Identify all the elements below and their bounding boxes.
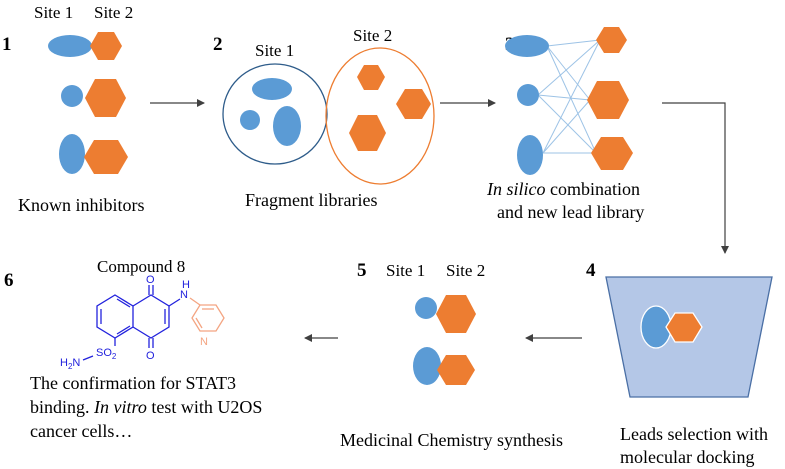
step-6-text-line3: cancer cells… [30, 421, 132, 441]
step-3-caption-line2: and new lead library [497, 202, 644, 222]
site2-fragment-hexagon [596, 27, 627, 53]
site2-fragment-hexagon [436, 295, 476, 333]
step-5-synthesis: 5 Site 1 Site 2 Medicinal Chemistry synt… [340, 260, 563, 450]
site1-fragment-circle [415, 297, 437, 319]
step-4-number: 4 [586, 260, 596, 281]
step-1-site2-label: Site 2 [94, 3, 133, 22]
sulfonyl-group: SO2 [96, 347, 117, 361]
site1-fragment-circle [240, 110, 260, 130]
step-5-number: 5 [357, 260, 367, 281]
step-3-in-silico-combination: 3 In silico combination and new lead lib… [486, 27, 644, 222]
site2-fragment-hexagon [665, 312, 703, 343]
site1-fragment-ellipse [505, 35, 549, 57]
site1-fragment-ellipse [517, 135, 543, 175]
site1-fragment-ellipse [413, 347, 441, 385]
step-2-caption: Fragment libraries [245, 190, 377, 210]
amine-hydrogen: H [182, 279, 190, 291]
pyridine-nitrogen: N [200, 336, 208, 348]
step-2-fragment-libraries: 2 Site 1 Site 2 Fragment libraries [213, 26, 435, 210]
site1-fragment-ellipse [273, 106, 301, 146]
site2-fragment-hexagon [84, 140, 128, 174]
site1-fragment-circle [517, 84, 539, 106]
step-1-caption: Known inhibitors [18, 195, 145, 215]
carbonyl-oxygen-bottom: O [146, 350, 155, 362]
combination-lines [537, 39, 601, 154]
site2-fragment-hexagon [591, 137, 633, 170]
site1-fragment-circle [61, 85, 83, 107]
step-6-text-line1: The confirmation for STAT3 [30, 373, 236, 393]
step-1-number: 1 [2, 34, 12, 55]
site1-library-circle [222, 63, 328, 165]
site2-fragment-hexagon [396, 89, 431, 119]
site1-fragment-ellipse [59, 134, 85, 174]
site2-fragment-hexagon [90, 32, 122, 60]
compound-title: Compound 8 [97, 257, 185, 276]
pyridine-ring [191, 304, 225, 332]
step-3-caption-line1: In silico combination [486, 179, 640, 199]
benzene-ring [96, 294, 134, 339]
sulfonamide-amine: H2N [60, 357, 80, 371]
step-3-caption-italic: In silico [486, 179, 546, 199]
site2-fragment-hexagon [587, 81, 629, 119]
quinone-ring [132, 294, 170, 339]
arrow-3-to-4 [662, 102, 729, 254]
step-5-caption: Medicinal Chemistry synthesis [340, 430, 563, 450]
site1-fragment-ellipse [48, 35, 92, 57]
step-1-known-inhibitors: 1 Site 1 Site 2 Known inhibitors [2, 3, 145, 215]
step-6-number: 6 [4, 270, 14, 291]
step-2-site2-label: Site 2 [353, 26, 392, 45]
site2-fragment-hexagon [349, 115, 386, 151]
site2-fragment-hexagon [437, 355, 475, 385]
step-2-number: 2 [213, 34, 223, 55]
step-4-caption-line1: Leads selection with [620, 424, 768, 444]
step-3-caption-rest: combination [546, 179, 640, 199]
step-5-site1-label: Site 1 [386, 261, 425, 280]
step-6-confirmation: 6 Compound 8 O O N H [4, 257, 262, 441]
site1-fragment-ellipse [252, 78, 292, 100]
compound-8-structure: O O N H N SO2 H2N [60, 274, 225, 371]
step-4-docking: 4 Leads selection with molecular docking [586, 260, 773, 467]
carbonyl-oxygen-top: O [146, 274, 155, 286]
amine-nitrogen: N [180, 289, 188, 301]
step-6-text-line2: binding. In vitro test with U2OS [30, 397, 262, 417]
step-2-site1-label: Site 1 [255, 41, 294, 60]
step-4-caption-line2: molecular docking [620, 447, 754, 467]
step-1-site1-label: Site 1 [34, 3, 73, 22]
step-5-site2-label: Site 2 [446, 261, 485, 280]
site2-fragment-hexagon [357, 65, 385, 90]
site2-fragment-hexagon [85, 79, 126, 117]
site2-library-circle [325, 47, 435, 185]
